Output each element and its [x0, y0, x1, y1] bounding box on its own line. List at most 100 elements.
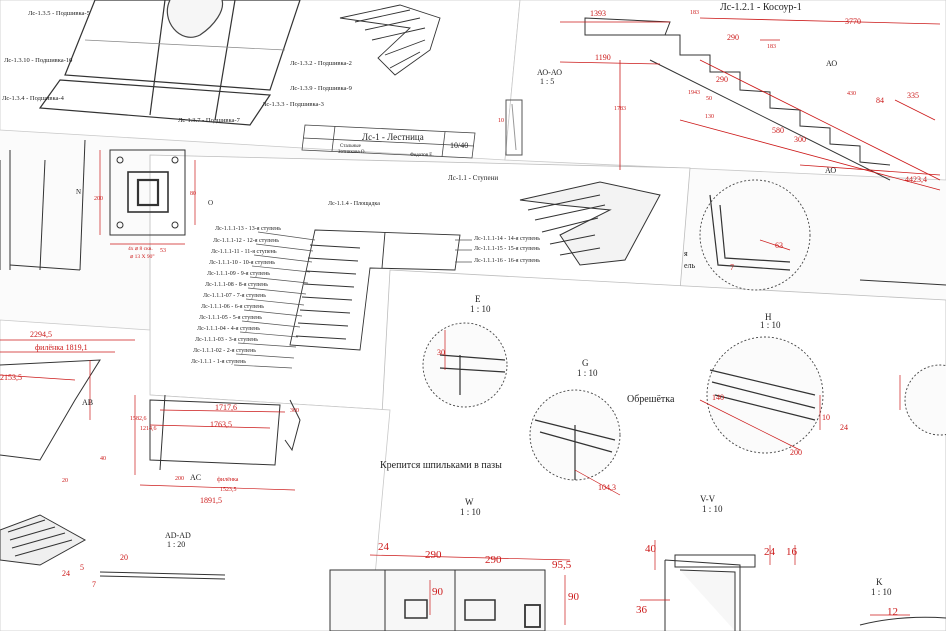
step-label-11: Лс-1.1.1-11 - 11-я ступень: [211, 249, 277, 255]
dim-filenka: филёнка: [217, 476, 239, 483]
title-block-row-2: Зотникова О.: [338, 150, 366, 155]
plate-note-2: ⌀ 13 X 90°: [130, 253, 155, 260]
label-ac: AC: [190, 473, 201, 482]
ceiling-panels-drawing: [38, 0, 301, 126]
step-label-13: Лс-1.1.1-13 - 13-я ступень: [215, 226, 281, 232]
detail-contents: [439, 194, 816, 480]
detail-ad-scale: 1 : 20: [167, 540, 185, 549]
detail-e-dim: 30: [437, 348, 445, 357]
detail-circles: [422, 179, 946, 481]
dim-4423: 4423,4: [905, 175, 927, 184]
corner-dim-63: 63: [775, 241, 783, 250]
dim-335: 335: [907, 91, 919, 100]
detail-k-scale: 1 : 10: [871, 587, 892, 597]
dim-430: 430: [847, 91, 856, 97]
detail-h-dim-24: 24: [840, 423, 848, 432]
detail-h-dim-10: 10: [822, 413, 830, 422]
detail-g-note: Обрешётка: [627, 394, 675, 405]
corner-label-2: ель: [684, 261, 696, 270]
detail-h-scale: 1 : 10: [760, 320, 781, 330]
detail-g-scale: 1 : 10: [577, 368, 598, 378]
section-vv-drawing: [664, 554, 756, 631]
detail-h-dim-140: 140: [712, 393, 724, 402]
dim-130: 130: [705, 114, 714, 120]
detail-g-dim: 104,3: [598, 483, 616, 492]
plate-dimensions: [99, 150, 196, 245]
detail-ad-name: AD-AD: [165, 531, 191, 540]
kosour-title: Лс-1.2.1 - Косоур-1: [720, 2, 802, 13]
dim-200-left: 200: [175, 476, 184, 482]
step-label-12: Лс-1.1.1-12 - 12-я ступень: [213, 238, 279, 244]
dim-filenka-1819: филёнка 1819,1: [35, 343, 88, 352]
platform-label: Лс-1.1.4 - Площадка: [328, 201, 380, 207]
bar-ad-drawing: [99, 571, 226, 580]
dim-1763: 1763,5: [210, 420, 232, 429]
title-block-name: Лс-1 - Лестница: [362, 132, 424, 142]
mark-ao-bottom: АО: [825, 166, 836, 175]
detail-e-name: E: [475, 294, 481, 304]
w-dim-95: 95,5: [552, 559, 572, 571]
plate-drawing: [109, 149, 186, 236]
dim-1891: 1891,5: [200, 496, 222, 505]
sheet-left: [0, 319, 391, 631]
w-dim-90: 90: [568, 591, 580, 603]
dim-1582: 1582,6: [130, 416, 147, 422]
grate-drawing: [0, 514, 87, 566]
title-block-row-1: Стальные: [340, 144, 362, 149]
label-ab: AB: [82, 398, 93, 407]
step-label-4: Лс-1.1.1-04 - 4-я ступень: [197, 326, 260, 332]
dim-290: 290: [727, 33, 739, 42]
mark-ao-top: АО: [826, 59, 837, 68]
w-dim-90b: 90: [432, 586, 444, 598]
vv-dim-36: 36: [636, 604, 648, 616]
step-label-5: Лс-1.1.1-05 - 5-я ступень: [199, 315, 262, 321]
dim-580: 580: [772, 126, 784, 135]
step-label-2: Лс-1.1.1-02 - 2-я ступень: [193, 348, 256, 354]
stair-3d-large: [519, 181, 661, 266]
k-dim-12: 12: [887, 606, 898, 618]
dim-10: 10: [498, 118, 504, 124]
title-block: [301, 124, 476, 159]
vv-dim-16: 16: [786, 546, 798, 558]
plate-dim-53: 53: [160, 248, 166, 254]
detail-w-scale: 1 : 10: [460, 507, 481, 517]
dim-1214: 1214,6: [140, 426, 157, 432]
kosour-dimensions: [559, 17, 941, 191]
step-label-10: Лс-1.1.1-10 - 10-я ступень: [209, 260, 275, 266]
mark-n: N: [76, 188, 81, 196]
section-vv-dimensions: [640, 540, 796, 601]
part-label-2: Лс-1.3.10 - Подшивка-10: [4, 57, 72, 64]
dim-2294: 2294,5: [30, 330, 52, 339]
detail-e-scale: 1 : 10: [470, 304, 491, 314]
step-label-6: Лс-1.1.1-06 - 6-я ступень: [201, 304, 264, 310]
step-label-3: Лс-1.1.1-03 - 3-я ступень: [195, 337, 258, 343]
detail-w-name: W: [465, 497, 474, 507]
dim-300-left: 300: [290, 408, 299, 414]
ad-dim-7: 7: [92, 580, 96, 589]
detail-g-note-2: Крепится шпильками в пазы: [380, 460, 502, 471]
left-frame-drawing: [0, 139, 86, 271]
dim-3770: 3770: [845, 17, 861, 26]
dim-1943: 1943: [688, 90, 700, 96]
stairs-plan: [289, 229, 461, 351]
detail-vv-scale: 1 : 10: [702, 504, 723, 514]
corner-label-1: я: [684, 249, 688, 258]
title-block-sheet: 10/40: [450, 141, 468, 150]
part-label-3: Лс-1.3.4 - Подшивка-4: [2, 95, 65, 102]
plate-note: 4x ⌀ 8 скв.: [128, 246, 153, 252]
dim-1393: 1393: [590, 9, 606, 18]
title-block-row-3: Федотов Е.: [410, 153, 434, 158]
corner-dim-7: 7: [730, 263, 734, 272]
stair-label-leaders: [233, 231, 472, 369]
step-label-1: Лс-1.1.1 - 1-я ступень: [191, 359, 246, 365]
section-k-drawing: [859, 616, 946, 626]
step-label-15: Лс-1.1.1-15 - 15-я ступень: [474, 246, 540, 252]
part-label-7: Лс-1.3.7 - Подшивка-7: [178, 117, 241, 124]
detail-vv-name: V-V: [700, 494, 716, 504]
plate-dim-200: 200: [94, 196, 103, 202]
part-label-5: Лс-1.3.9 - Подшивка-9: [290, 85, 352, 92]
dim-20-left: 20: [62, 478, 68, 484]
dim-300: 300: [794, 135, 806, 144]
